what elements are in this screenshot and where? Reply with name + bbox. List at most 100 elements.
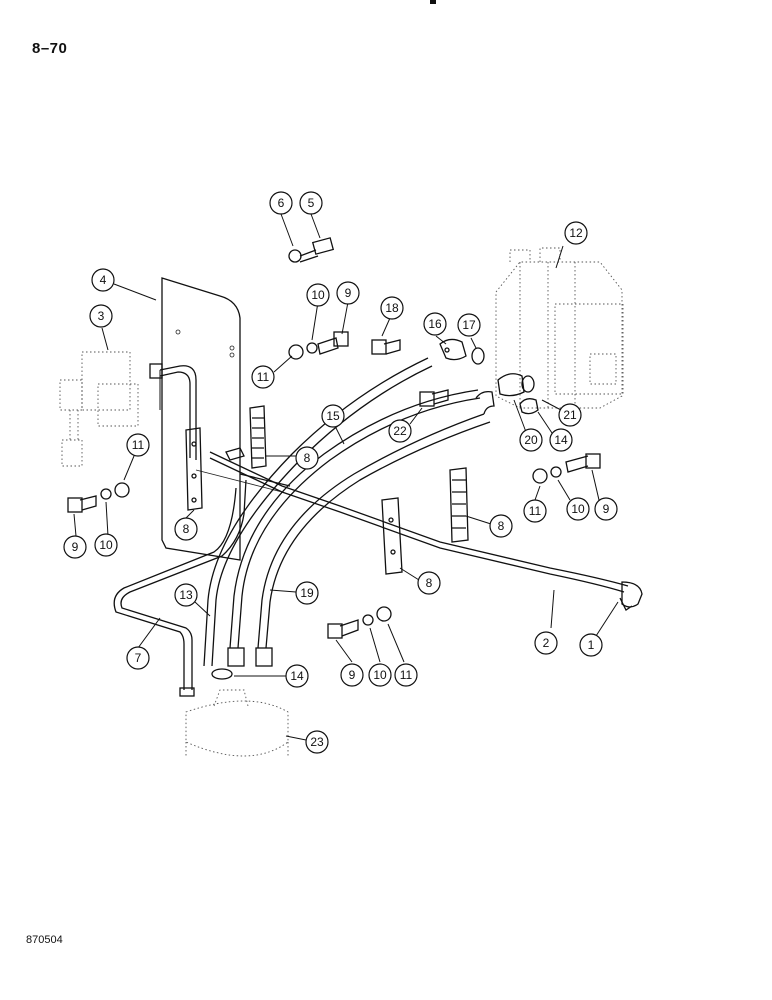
flange-fitting-20 bbox=[497, 373, 525, 397]
callout-14-lower: 14 bbox=[285, 664, 309, 688]
svg-text:11: 11 bbox=[529, 504, 542, 518]
svg-text:8: 8 bbox=[426, 576, 433, 590]
svg-text:2: 2 bbox=[543, 636, 550, 650]
nut-11-top bbox=[288, 344, 304, 360]
bolt-9-left bbox=[67, 495, 97, 513]
svg-text:14: 14 bbox=[554, 433, 568, 447]
callout-11-bottom: 11 bbox=[394, 663, 418, 687]
svg-text:12: 12 bbox=[569, 226, 583, 240]
callout-10-bottom: 10 bbox=[368, 663, 392, 687]
svg-text:9: 9 bbox=[349, 668, 356, 682]
svg-text:10: 10 bbox=[373, 668, 387, 682]
svg-text:13: 13 bbox=[179, 588, 193, 602]
svg-text:8: 8 bbox=[304, 451, 311, 465]
callout-7: 7 bbox=[126, 646, 150, 670]
callout-18: 18 bbox=[380, 296, 404, 320]
bolt-18 bbox=[371, 339, 401, 355]
nut-11-right bbox=[532, 468, 548, 484]
mounting-plate bbox=[161, 277, 241, 561]
callout-11-right: 11 bbox=[523, 499, 547, 523]
tube-7 bbox=[120, 473, 291, 690]
callout-19: 19 bbox=[295, 581, 319, 605]
bolt-9-top bbox=[317, 331, 349, 355]
callout-17: 17 bbox=[457, 313, 481, 337]
callout-9-bottom: 9 bbox=[340, 663, 364, 687]
clamp-bar-mid bbox=[381, 497, 403, 575]
bolt-9-right bbox=[565, 453, 601, 473]
hose-19 bbox=[237, 397, 481, 649]
washer-10-top bbox=[306, 342, 318, 354]
page-number: 8–70 bbox=[32, 40, 68, 57]
o-ring-21 bbox=[521, 375, 535, 393]
nut-11-bottom bbox=[376, 606, 392, 622]
svg-text:11: 11 bbox=[132, 438, 145, 452]
clamp-bar-right bbox=[449, 467, 469, 543]
svg-text:4: 4 bbox=[100, 273, 107, 287]
svg-text:21: 21 bbox=[563, 408, 577, 422]
washer-10-right bbox=[550, 466, 562, 478]
clamp-bar-left bbox=[185, 427, 203, 511]
callout-10-right: 10 bbox=[566, 497, 590, 521]
solenoid-valve bbox=[59, 351, 139, 467]
svg-text:9: 9 bbox=[72, 540, 79, 554]
svg-text:22: 22 bbox=[393, 424, 407, 438]
callout-5: 5 bbox=[299, 191, 323, 215]
svg-text:18: 18 bbox=[385, 301, 399, 315]
svg-text:10: 10 bbox=[571, 502, 585, 516]
callout-8-mid: 8 bbox=[417, 571, 441, 595]
svg-text:1: 1 bbox=[588, 638, 595, 652]
callout-16: 16 bbox=[423, 312, 447, 336]
callout-15: 15 bbox=[321, 404, 345, 428]
callout-21: 21 bbox=[558, 403, 582, 427]
snap-ring-lower bbox=[211, 668, 233, 680]
callout-9-left: 9 bbox=[63, 535, 87, 559]
flange-fitting-16 bbox=[439, 338, 467, 361]
o-ring-17 bbox=[471, 347, 485, 365]
svg-text:14: 14 bbox=[290, 669, 304, 683]
washer-6 bbox=[288, 249, 302, 263]
bolt-22 bbox=[419, 389, 449, 407]
callout-12: 12 bbox=[564, 221, 588, 245]
callout-9-right: 9 bbox=[594, 497, 618, 521]
clamp-bar-upper bbox=[249, 405, 267, 469]
callouts: 6 5 12 4 3 10 9 18 16 17 11 15 22 21 20 … bbox=[63, 191, 618, 754]
callout-23: 23 bbox=[305, 730, 329, 754]
svg-text:7: 7 bbox=[135, 651, 142, 665]
callout-4: 4 bbox=[91, 268, 115, 292]
svg-text:11: 11 bbox=[400, 668, 413, 682]
nut-11-left bbox=[114, 482, 130, 498]
hose-15 bbox=[265, 421, 491, 649]
rigid-tube-main-2 bbox=[209, 457, 625, 593]
clip-14-upper bbox=[519, 398, 539, 415]
rigid-tube-main bbox=[209, 451, 629, 587]
svg-text:9: 9 bbox=[603, 502, 610, 516]
washer-10-bottom bbox=[362, 614, 374, 626]
elbow-fitting-1 bbox=[619, 581, 643, 611]
bolt-9-bottom bbox=[327, 619, 359, 639]
callout-11-top: 11 bbox=[251, 365, 275, 389]
callout-22: 22 bbox=[388, 419, 412, 443]
svg-text:16: 16 bbox=[428, 317, 442, 331]
callout-9: 9 bbox=[336, 281, 360, 305]
control-valve-block bbox=[495, 247, 624, 409]
callout-1: 1 bbox=[579, 633, 603, 657]
figure-code: 870504 bbox=[26, 934, 63, 946]
svg-text:11: 11 bbox=[257, 370, 270, 384]
callout-8-right: 8 bbox=[489, 514, 513, 538]
svg-text:15: 15 bbox=[326, 409, 340, 423]
base-unit bbox=[185, 689, 289, 758]
svg-text:20: 20 bbox=[524, 433, 538, 447]
leader-lines bbox=[73, 213, 619, 741]
svg-text:17: 17 bbox=[462, 318, 476, 332]
callout-10-left: 10 bbox=[94, 533, 118, 557]
svg-text:9: 9 bbox=[345, 286, 352, 300]
washer-10-left bbox=[100, 488, 112, 500]
callout-11-left: 11 bbox=[126, 433, 150, 457]
svg-text:10: 10 bbox=[99, 538, 113, 552]
callout-8-left: 8 bbox=[174, 517, 198, 541]
svg-text:6: 6 bbox=[278, 196, 285, 210]
svg-text:8: 8 bbox=[498, 519, 505, 533]
callout-20: 20 bbox=[519, 428, 543, 452]
top-edge-mark bbox=[430, 0, 436, 4]
